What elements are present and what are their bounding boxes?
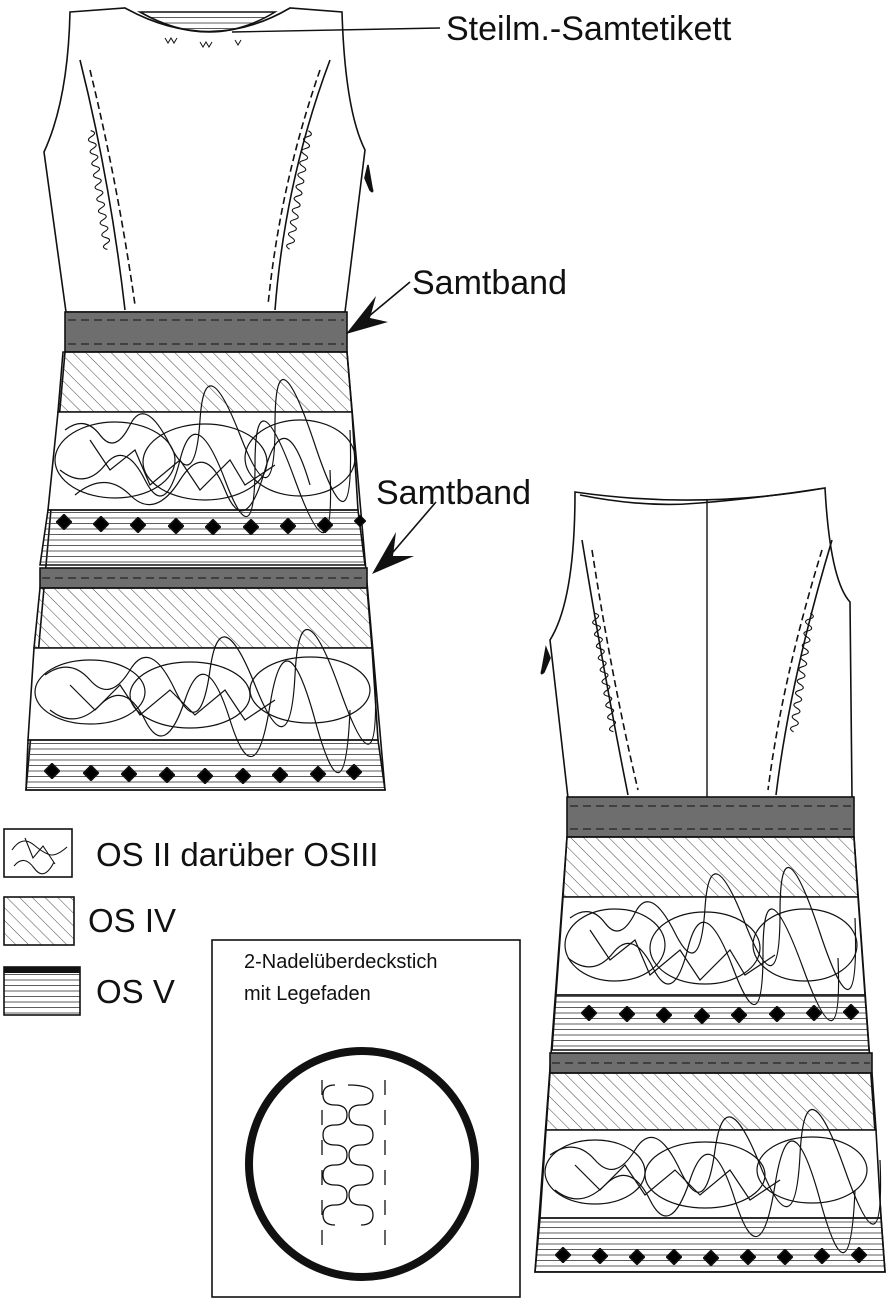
stitch-pattern: [321, 1080, 386, 1245]
back-velvet-band-upper: [566, 796, 855, 838]
legend-item-os5: OS V: [3, 966, 175, 1016]
back-bodice-outline: [549, 487, 853, 799]
arrow-upper: [346, 281, 411, 334]
band-upper-label: Samtband: [412, 264, 567, 302]
stitch-box-line2: mit Legefaden: [244, 983, 371, 1005]
stitch-box-line1: 2-Nadelüberdeckstich: [244, 951, 437, 973]
neck-label-leader: [231, 27, 441, 33]
legend-swatch-os5: [3, 966, 81, 1016]
band-lower-label: Samtband: [376, 474, 531, 512]
legend-label-os5: OS V: [96, 973, 175, 1010]
legend-swatch-os4: [3, 896, 75, 946]
stitch-detail-circle: [245, 1047, 479, 1281]
front-bodice-outline: [43, 7, 366, 313]
neck-label-area: [136, 11, 278, 33]
front-dress: [25, 7, 386, 791]
legend-item-os2: OS II darüber OSIII: [3, 828, 378, 878]
arrow-lower: [372, 501, 437, 574]
legend-swatch-os2: [3, 828, 73, 878]
front-velvet-band-upper: [64, 311, 348, 353]
stitch-detail-box: 2-Nadelüberdeckstich mit Legefaden: [211, 939, 521, 1298]
legend-label-os4: OS IV: [88, 902, 176, 939]
back-dress: [534, 487, 886, 1273]
legend-label-os2: OS II darüber OSIII: [96, 836, 378, 873]
neck-label-text: Steilm.-Samtetikett: [446, 10, 732, 48]
legend-item-os4: OS IV: [3, 896, 176, 946]
legend: OS II darüber OSIII OS IV OS V: [3, 828, 378, 1016]
